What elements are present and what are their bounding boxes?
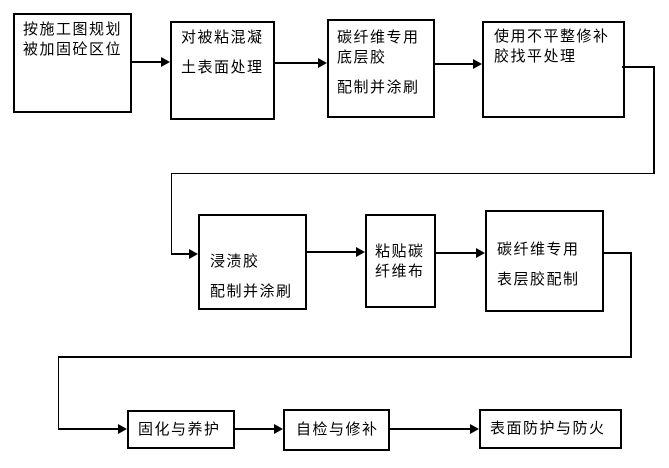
arrowhead-icon <box>356 247 365 257</box>
flow-line-segment <box>132 61 161 63</box>
arrowhead-icon <box>274 424 283 434</box>
arrowhead-icon <box>476 248 485 258</box>
step-label-line: 被加固砼区位 <box>23 41 123 58</box>
step-label-line: 纤维布 <box>375 263 425 280</box>
step-label-line: 胶找平处理 <box>494 48 577 65</box>
arrowhead-icon <box>189 249 198 259</box>
step-label-line: 粘贴碳 <box>375 243 425 260</box>
flow-line-segment <box>275 62 318 64</box>
flow-line-segment <box>436 252 476 254</box>
step-label-line: 配制并涂刷 <box>337 79 420 96</box>
flow-line-segment <box>435 63 473 65</box>
flow-line-segment <box>622 66 655 68</box>
step-primer-coat: 碳纤维专用 底层胶 配制并涂刷 <box>327 19 435 118</box>
flow-line-segment <box>57 356 632 358</box>
step-label-line: 自检与修补 <box>296 421 379 438</box>
flow-line-segment <box>57 356 59 430</box>
flow-line-segment <box>57 428 118 430</box>
step-label-line: 土表面处理 <box>181 59 264 76</box>
step-surface-protection: 表面防护与防火 <box>479 409 622 449</box>
step-top-coat: 碳纤维专用 表层胶配制 <box>485 210 604 312</box>
flow-line-segment <box>307 251 356 253</box>
step-self-inspection: 自检与修补 <box>283 409 390 451</box>
step-label-line: 表层胶配制 <box>497 271 580 288</box>
arrowhead-icon <box>318 58 327 68</box>
flow-line-segment <box>235 428 274 430</box>
step-label-line: 底层胶 <box>337 49 387 66</box>
step-label-line: 配制并涂刷 <box>210 283 293 300</box>
flow-line-segment <box>653 66 655 174</box>
flow-line-segment <box>170 172 172 255</box>
arrowhead-icon <box>118 424 127 434</box>
step-plan-area: 按施工图规划 被加固砼区位 <box>13 13 132 113</box>
step-label-line: 碳纤维专用 <box>497 241 580 258</box>
flow-line-segment <box>170 172 655 174</box>
step-impregnating-glue: 浸渍胶 配制并涂刷 <box>198 214 307 310</box>
step-curing: 固化与养护 <box>127 410 235 449</box>
step-label-line: 表面防护与防火 <box>490 420 606 437</box>
step-label-line: 浸渍胶 <box>210 253 260 270</box>
step-label-line: 按施工图规划 <box>23 21 123 38</box>
step-leveling: 使用不平整修补 胶找平处理 <box>482 21 625 118</box>
arrowhead-icon <box>470 424 479 434</box>
flow-line-segment <box>604 252 632 254</box>
flow-line-segment <box>390 428 470 430</box>
flow-line-segment <box>630 252 632 358</box>
flow-line-segment <box>170 253 189 255</box>
step-label-line: 碳纤维专用 <box>337 29 420 46</box>
step-label-line: 固化与养护 <box>138 420 221 438</box>
step-surface-treatment: 对被粘混凝 土表面处理 <box>170 21 275 120</box>
step-paste-cfrp-cloth: 粘贴碳 纤维布 <box>365 214 436 308</box>
arrowhead-icon <box>473 59 482 69</box>
step-label-line: 对被粘混凝 <box>181 29 264 46</box>
arrowhead-icon <box>161 57 170 67</box>
step-label-line: 使用不平整修补 <box>494 28 610 45</box>
